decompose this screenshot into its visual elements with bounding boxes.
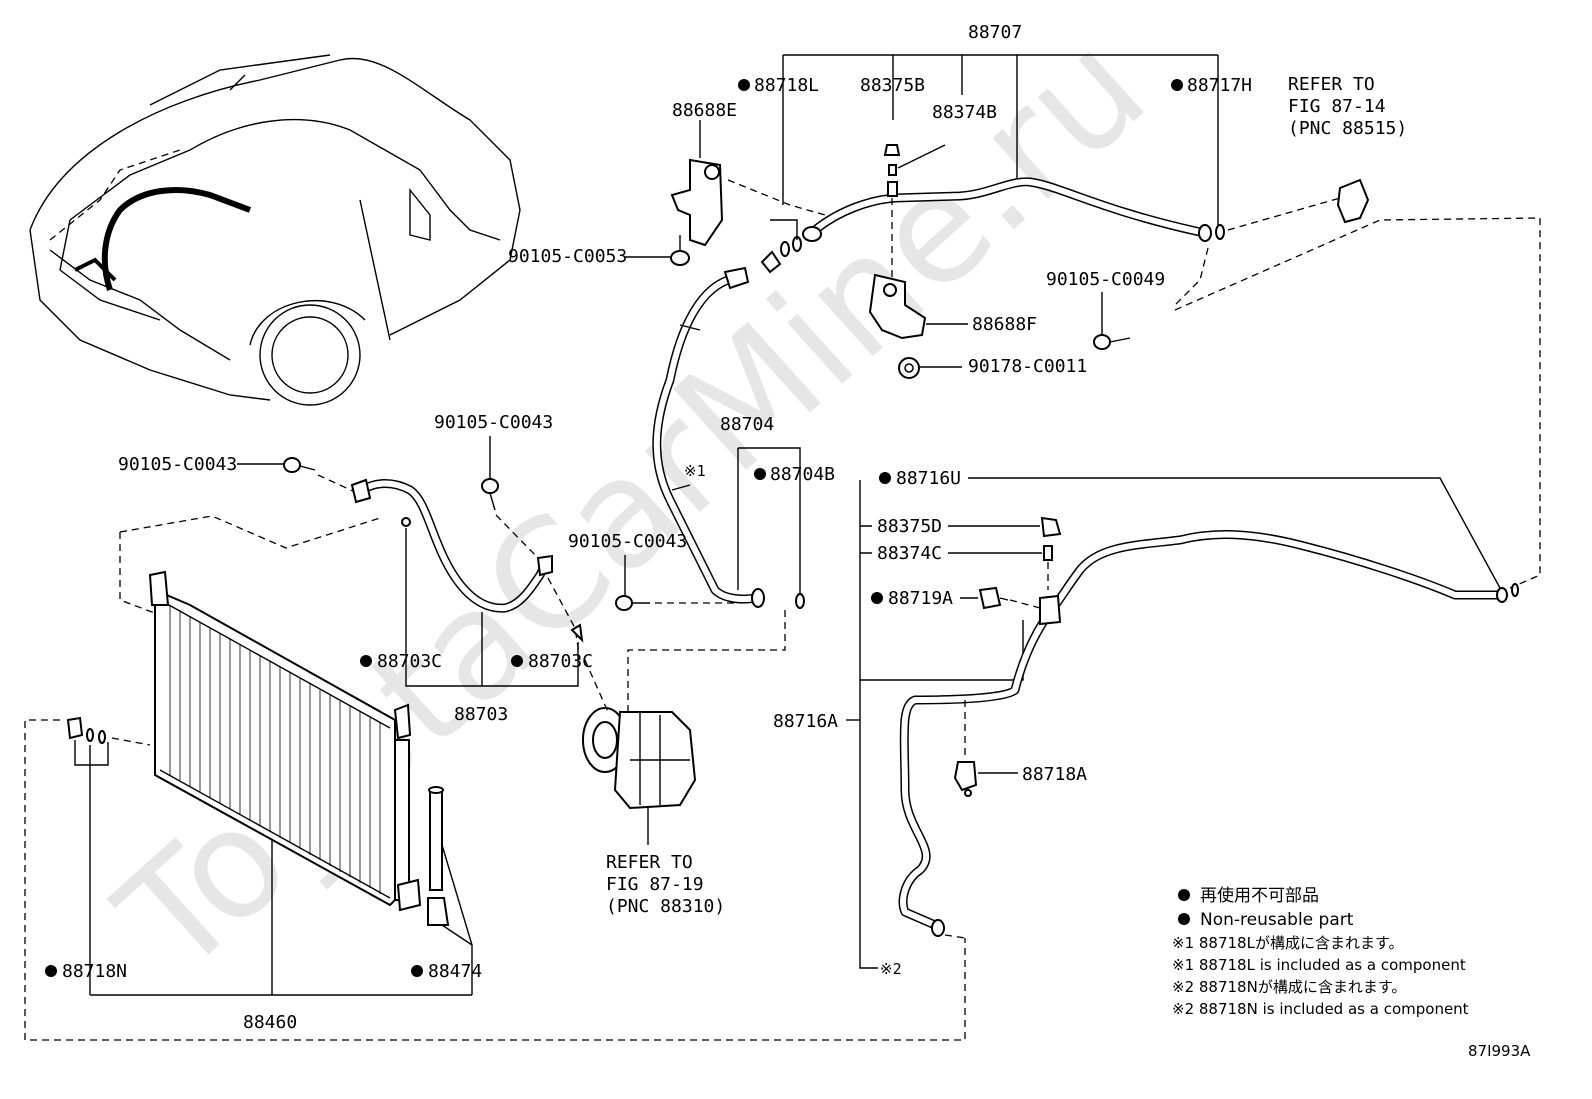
nonreusable-dot <box>754 468 766 480</box>
label-88719A: 88719A <box>888 588 953 609</box>
o-ring-88703C-b <box>570 623 584 643</box>
valve-core-88374C <box>1043 545 1053 561</box>
legend-dot <box>1178 913 1190 925</box>
label-88718L: 88718L <box>754 75 819 96</box>
refer-fig-87-14: REFER TO FIG 87-14 (PNC 88515) <box>1288 74 1407 139</box>
pressure-switch-88719A <box>978 586 1009 610</box>
bolt-90105-C0053 <box>670 235 690 266</box>
legend-en-nonreusable: Non-reusable part <box>1200 910 1354 930</box>
connector-88515 <box>1336 178 1370 224</box>
legend: 再使用不可部品 Non-reusable part ※1 88718Lが構成に含… <box>1172 885 1469 1018</box>
car-illustration <box>29 54 521 406</box>
bracket-88707 <box>782 54 1219 225</box>
nonreusable-dot <box>411 965 423 977</box>
legend-note1-jp: ※1 88718Lが構成に含まれます。 <box>1172 934 1403 952</box>
nonreusable-dot <box>45 965 57 977</box>
legend-jp-nonreusable: 再使用不可部品 <box>1200 885 1319 906</box>
bolt-90105-C0043-b <box>481 478 499 511</box>
label-88707: 88707 <box>968 22 1022 43</box>
svg-text:FIG 87-14: FIG 87-14 <box>1288 96 1386 117</box>
svg-text:(PNC 88515): (PNC 88515) <box>1288 118 1407 139</box>
label-90105-C0043-a: 90105-C0043 <box>118 454 237 475</box>
liquid-pipe-88703 <box>350 478 553 613</box>
label-88704: 88704 <box>720 414 774 435</box>
label-88718N: 88718N <box>62 961 127 982</box>
o-ring-88703C-a <box>401 517 411 527</box>
nonreusable-dot <box>511 655 523 667</box>
nonreusable-dot <box>738 79 750 91</box>
nut-90178-C0011 <box>898 357 920 379</box>
label-88474: 88474 <box>428 961 482 982</box>
liquid-pipe-88716A <box>898 530 1508 937</box>
label-88703: 88703 <box>454 704 508 725</box>
condenser-88460 <box>148 570 422 912</box>
nonreusable-dot <box>879 472 891 484</box>
label-88717H: 88717H <box>1187 75 1252 96</box>
label-88716U: 88716U <box>896 468 961 489</box>
suction-hose-88707 <box>802 177 1212 242</box>
nonreusable-dot <box>360 655 372 667</box>
o-ring-88716U <box>1511 583 1519 597</box>
label-90105-C0043-b: 90105-C0043 <box>434 412 553 433</box>
mark-2-88716A: ※2 <box>880 960 902 978</box>
bolt-90105-C0049 <box>1093 334 1131 350</box>
label-88703C-a: 88703C <box>377 651 442 672</box>
connector-88718A <box>953 761 978 797</box>
bolt-90105-C0043-a <box>283 457 316 473</box>
label-88716A: 88716A <box>773 711 838 732</box>
svg-text:REFER TO: REFER TO <box>606 852 693 873</box>
label-88704B: 88704B <box>770 464 835 485</box>
o-ring-88704B <box>795 593 805 609</box>
label-88374C: 88374C <box>877 543 942 564</box>
bolt-90105-C0043-c <box>615 595 650 611</box>
legend-note2-en: ※2 88718N is included as a component <box>1172 1000 1469 1018</box>
label-88718A: 88718A <box>1022 764 1087 785</box>
o-ring-88717H <box>1215 224 1225 240</box>
nonreusable-dot <box>871 592 883 604</box>
refer-fig-87-19: REFER TO FIG 87-19 (PNC 88310) <box>606 852 725 917</box>
legend-note2-jp: ※2 88718Nが構成に含まれます。 <box>1172 978 1406 996</box>
bracket-part-88688F <box>868 273 927 340</box>
cap-88375D <box>1040 516 1062 538</box>
svg-text:(PNC 88310): (PNC 88310) <box>606 896 725 917</box>
label-90105-C0049: 90105-C0049 <box>1046 269 1165 290</box>
nonreusable-dot <box>1171 79 1183 91</box>
legend-dot <box>1178 889 1190 901</box>
label-88688F: 88688F <box>972 314 1037 335</box>
discharge-hose-88704 <box>652 266 765 608</box>
compressor-88310 <box>582 707 697 810</box>
label-88703C-b: 88703C <box>528 651 593 672</box>
figure-code: 87I993A <box>1468 1042 1531 1060</box>
o-rings-88718L <box>760 236 802 274</box>
label-90178-C0011: 90178-C0011 <box>968 356 1087 377</box>
label-88374B: 88374B <box>932 102 997 123</box>
valve-core-88374B <box>887 144 946 197</box>
label-90105-C0053: 90105-C0053 <box>508 246 627 267</box>
mark-1-88704: ※1 <box>684 462 706 480</box>
bracket-part-88688E <box>670 120 724 247</box>
svg-text:REFER TO: REFER TO <box>1288 74 1375 95</box>
label-88375D: 88375D <box>877 516 942 537</box>
label-88460: 88460 <box>243 1012 297 1033</box>
dryer-88474 <box>427 786 450 926</box>
legend-note1-en: ※1 88718L is included as a component <box>1172 956 1466 974</box>
svg-text:FIG 87-19: FIG 87-19 <box>606 874 704 895</box>
label-88375B: 88375B <box>860 75 925 96</box>
label-88688E: 88688E <box>672 100 737 121</box>
cap-88375B <box>883 144 901 156</box>
label-90105-C0043-c: 90105-C0043 <box>568 531 687 552</box>
fittings-88718N <box>66 716 106 744</box>
